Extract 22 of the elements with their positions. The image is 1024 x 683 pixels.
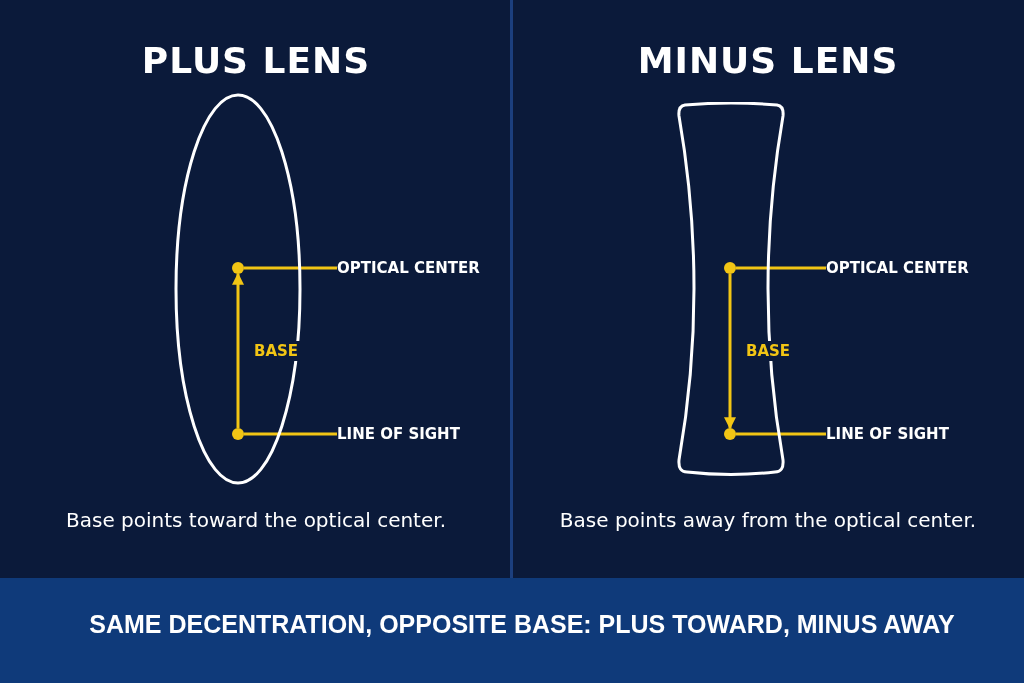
point-dot — [724, 262, 736, 274]
note-text: Base points away from the optical center. — [559, 508, 977, 532]
note-text: Base points toward the optical center. — [66, 508, 446, 532]
heading: PLUS LENS — [141, 40, 371, 81]
callout-label: LINE OF SIGHT — [337, 424, 460, 444]
point-dot — [232, 262, 244, 274]
concave-lens-outline — [675, 102, 787, 476]
convex-lens-outline — [174, 93, 302, 485]
arrow — [724, 274, 736, 430]
leader-line — [736, 432, 826, 436]
callout-label: LINE OF SIGHT — [826, 424, 949, 444]
leader-line — [244, 266, 337, 270]
leader-line — [736, 266, 826, 270]
caption-text: SAME DECENTRATION, OPPOSITE BASE: PLUS TOWARD, MINUS AWAY — [89, 610, 955, 639]
edge-label: BASE — [252, 341, 301, 361]
heading: MINUS LENS — [637, 40, 899, 81]
point-dot — [724, 428, 736, 440]
arrow — [232, 272, 244, 428]
leader-line — [244, 432, 337, 436]
point-dot — [232, 428, 244, 440]
callout-label: OPTICAL CENTER — [337, 258, 480, 278]
callout-label: OPTICAL CENTER — [826, 258, 969, 278]
